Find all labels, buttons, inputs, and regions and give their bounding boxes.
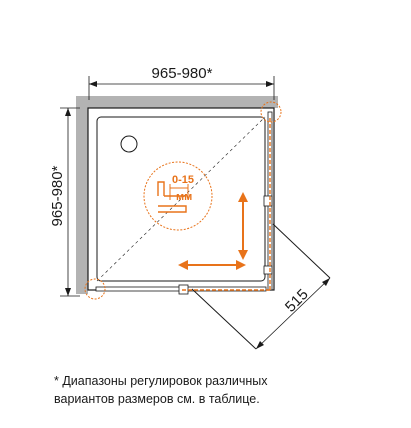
detail-circle-bottom-left: [84, 278, 106, 300]
detail-circle-main: [143, 161, 213, 231]
footnote-line-2: вариантов размеров см. в таблице.: [54, 392, 260, 406]
wall-profile-right: [263, 195, 273, 207]
arrow-down-icon: [238, 250, 248, 260]
depth-arrow-bottom-icon: [65, 288, 71, 296]
back-wall: [76, 96, 278, 108]
width-arrow-right-icon: [266, 81, 274, 87]
hinge-right: [263, 265, 273, 275]
width-dimension: 965-980*: [88, 65, 275, 100]
adjustment-detail: 0-15 мм: [157, 174, 194, 213]
door-dim-line: [255, 277, 331, 350]
door-arrow-bottom-icon: [256, 341, 264, 349]
door-swing-line-right: [272, 223, 331, 279]
adjust-unit-label: мм: [176, 191, 192, 203]
profile-shape: [157, 181, 187, 213]
arrow-right-icon: [236, 260, 246, 270]
adjustment-markings: [84, 101, 282, 300]
footnote-line-1: * Диапазоны регулировок различных: [54, 374, 268, 388]
detail-circle-top-right: [260, 101, 282, 123]
depth-arrow-top-icon: [65, 108, 71, 116]
glass-panels: [95, 111, 331, 350]
width-dimension-label: 965-980*: [152, 65, 213, 82]
adjustment-arrows: [178, 192, 248, 270]
width-arrow-left-icon: [89, 81, 97, 87]
side-wall: [76, 96, 88, 294]
depth-dimension-label: 965-980*: [49, 165, 66, 226]
adjust-value-label: 0-15: [172, 174, 194, 186]
arrow-up-icon: [238, 192, 248, 202]
arrow-left-icon: [178, 260, 188, 270]
shower-enclosure-diagram: 0-15 мм 965-980* 965-980* 515: [49, 65, 331, 350]
drain-icon: [120, 135, 138, 153]
footnote: * Диапазоны регулировок различных вариан…: [54, 372, 394, 408]
depth-dimension: 965-980*: [49, 107, 80, 297]
door-dimension-label: 515: [282, 286, 312, 316]
door-arrow-top-icon: [322, 278, 330, 286]
door-swing-line: [191, 288, 257, 350]
walls: [76, 96, 278, 294]
